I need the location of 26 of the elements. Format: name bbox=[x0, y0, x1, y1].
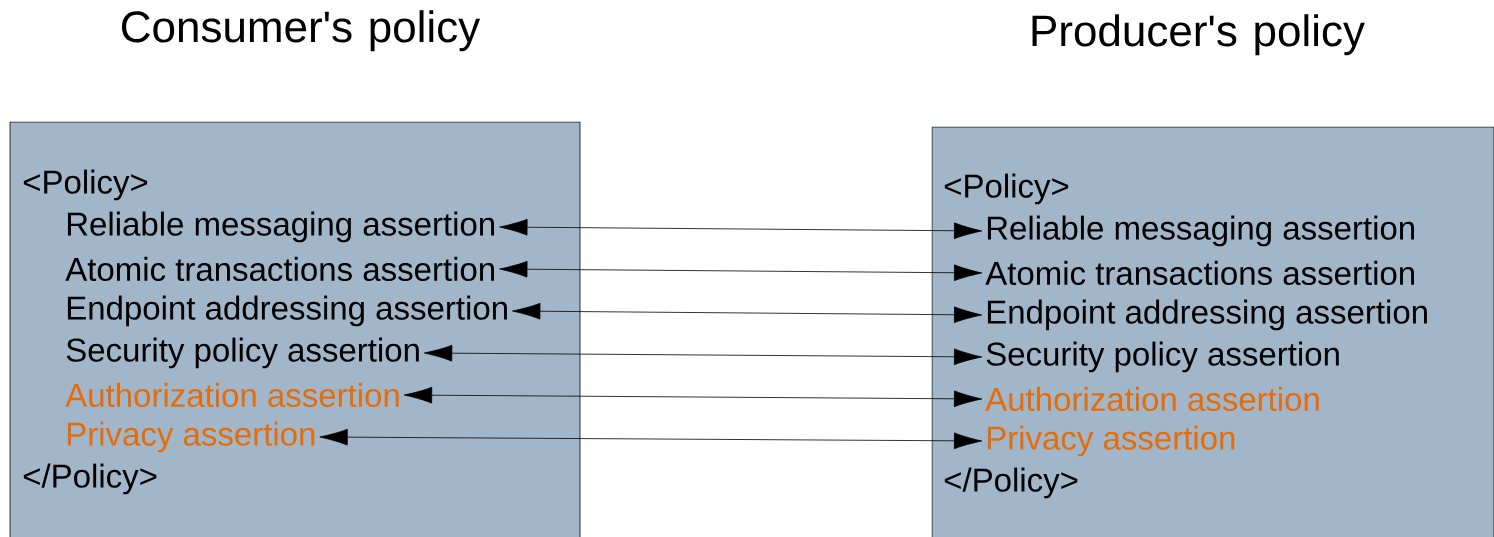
double-arrow bbox=[403, 386, 983, 408]
policy-box bbox=[931, 126, 1494, 537]
assertion-text: Authorization assertion bbox=[65, 382, 399, 408]
double-arrow bbox=[499, 218, 983, 240]
policy-tag: </Policy> bbox=[944, 467, 1078, 499]
assertion-text: Privacy assertion bbox=[987, 425, 1235, 457]
double-arrow bbox=[499, 260, 983, 282]
policy-box bbox=[9, 121, 581, 537]
assertion-text: Endpoint addressing assertion bbox=[987, 299, 1427, 331]
assertion-text: Privacy assertion bbox=[67, 421, 315, 453]
assertion-text: Atomic transactions assertion bbox=[65, 256, 494, 282]
assertion-text: Atomic transactions assertion bbox=[985, 260, 1414, 286]
box-title: Producer's policy bbox=[1032, 14, 1365, 56]
policy-tag: <Policy> bbox=[944, 173, 1069, 205]
box-title: Consumer's policy bbox=[122, 10, 481, 52]
double-arrow bbox=[424, 344, 983, 366]
assertion-text: Reliable messaging assertion bbox=[987, 215, 1414, 247]
assertion-text: Security policy assertion bbox=[66, 337, 419, 369]
assertion-text: Authorization assertion bbox=[985, 386, 1319, 412]
policy-tag: </Policy> bbox=[23, 463, 157, 495]
assertion-text: Reliable messaging assertion bbox=[67, 211, 494, 243]
double-arrow bbox=[512, 302, 983, 323]
assertion-text: Security policy assertion bbox=[986, 341, 1339, 373]
double-arrow bbox=[319, 428, 983, 450]
policy-tag: <Policy> bbox=[23, 169, 148, 201]
assertion-text: Endpoint addressing assertion bbox=[67, 295, 507, 327]
